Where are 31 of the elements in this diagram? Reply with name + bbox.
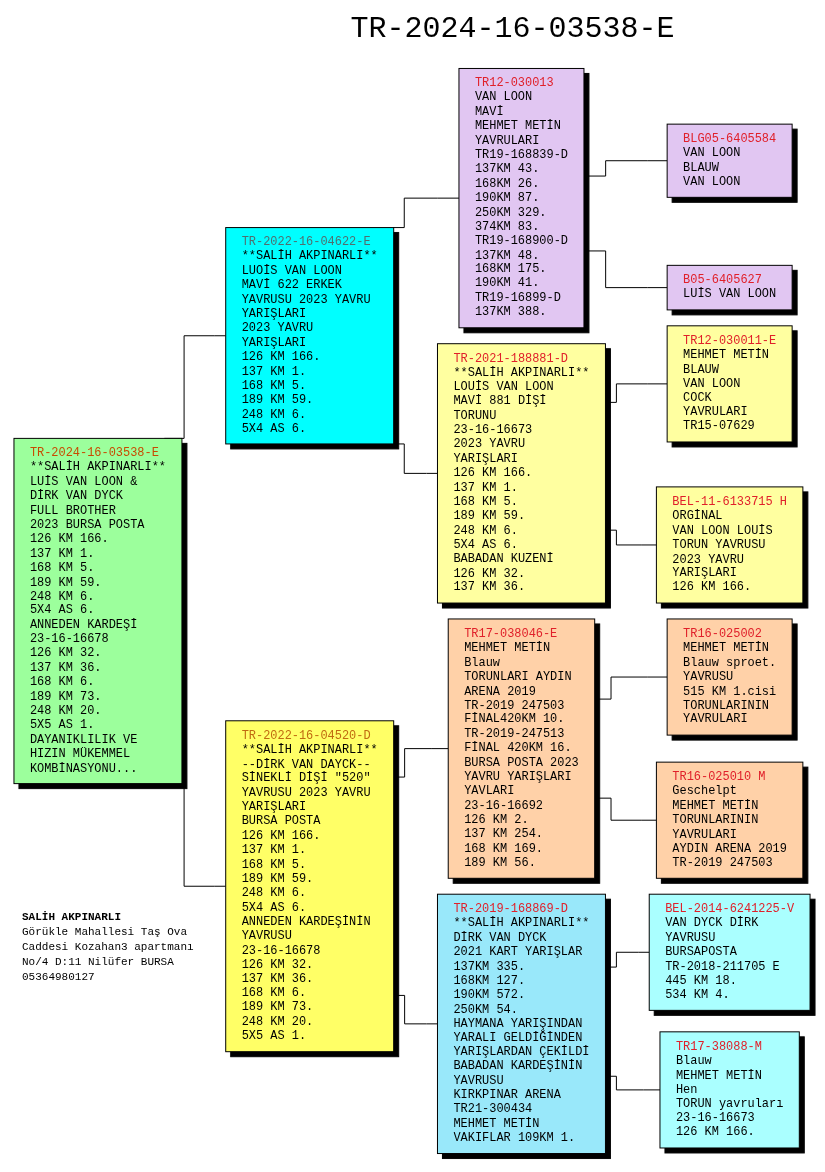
connector	[393, 994, 438, 1025]
connector	[594, 797, 657, 821]
connector	[392, 443, 438, 474]
node-box: TR17-38088-M Blauw MEHMET METİN Hen TORUN yavruları 23-16-16673 126 KM 166.	[659, 1031, 800, 1149]
connector	[604, 951, 650, 968]
node-box: BEL-2014-6241225-V VAN DYCK DİRK YAVRUSU BURSAPOSTA TR-2018-211705 E 445 KM 18. 534 KM 4.	[648, 893, 811, 1011]
node-box: TR16-025002 MEHMET METİN Blauw sproet. YAVRUSU 515 KM 1.cisi TORUNLARININ YAVRULARI	[666, 618, 793, 736]
node-box: TR16-025010 M Geschelpt MEHMET METİN TORUNLARININ YAVRULARI AYDIN ARENA 2019 TR-2019 247503	[655, 761, 804, 879]
connector	[604, 1075, 661, 1091]
node-box: TR12-030013 VAN LOON MAVİ MEHMET METİN YAVRULARI TR19-168839-D 137KM 43. 168KM 26. 190KM 87. 250KM 329. 374KM 83. TR19-168900-D 137KM 48. 168KM 175. 190KM 41. TR19-16899-D 137KM 388.	[458, 67, 585, 329]
node-box: BEL-11-6133715 H ORGİNAL VAN LOON LOUİS TORUN YAVRUSU 2023 YAVRU YARIŞLARI 126 KM 166.	[655, 486, 804, 604]
owner-name: SALİH AKPINARLI	[22, 910, 123, 926]
connector	[392, 197, 460, 229]
connector	[604, 383, 668, 403]
connector	[604, 529, 657, 546]
title: TR-2024-16-03538-E	[350, 12, 675, 46]
node-box: TR-2024-16-03538-E **SALİH AKPINARLI** LUİS VAN LOON & DİRK VAN DYCK FULL BROTHER 2023 BURSA POSTA 126 KM 166. 137 KM 1. 168 KM 5. 189 KM 59. 248 KM 6. 5X4 AS 6. ANNEDEN KARDEŞİ 23-16-16678 126 KM 32. 137 KM 36. 168 KM 6. 189 KM 73. 248 KM 20. 5X5 AS 1. DAYANIKLILIK VE HIZIN MÜKEMMEL KOMBİNASYONU...	[13, 437, 183, 785]
node-box: BLG05-6405584 VAN LOON BLAUW VAN LOON	[666, 123, 793, 198]
phone-number: 05364980127	[22, 969, 96, 985]
node-box: B05-6405627 LUİS VAN LOON	[666, 264, 793, 311]
node-box: TR-2021-188881-D **SALİH AKPINARLI** LOUİS VAN LOON MAVİ 881 DİŞİ TORUNU 23-16-16673 2023 YAVRU YARIŞLARI 126 KM 166. 137 KM 1. 168 KM 5. 189 KM 59. 248 KM 6. 5X4 AS 6. BABADAN KUZENİ 126 KM 32. 137 KM 36.	[436, 343, 606, 604]
node-box: TR17-038046-E MEHMET METİN Blauw TORUNLARI AYDIN ARENA 2019 TR-2019 247503 FİNAL420KM 10. TR-2019-247513 FİNAL 420KM 16. BURSA POSTA 2023 YAVRU YARIŞLARI YAVLARI 23-16-16692 126 KM 2. 137 KM 254. 168 KM 169. 189 KM 56.	[447, 618, 596, 879]
node-box: TR-2022-16-04520-D **SALİH AKPINARLI** --DİRK VAN DAYCK-- SİNEKLİ DİŞİ "520" YAVRUSU 2023 YAVRU YARIŞLARI BURSA POSTA 126 KM 166. 137 KM 1. 168 KM 5. 189 KM 59. 248 KM 6. 5X4 AS 6. ANNEDEN KARDEŞİNİN YAVRUSU 23-16-16678 126 KM 32. 137 KM 36. 168 KM 6. 189 KM 73. 248 KM 20. 5X5 AS 1.	[225, 720, 395, 1053]
node-box: TR12-030011-E MEHMET METİN BLAUW VAN LOON COCK YAVRULARI TR15-07629	[666, 325, 793, 443]
node-box: TR-2022-16-04622-E **SALİH AKPINARLI** LUOİS VAN LOON MAVİ 622 ERKEK YAVRUSU 2023 YAVRU YARIŞLARI 2023 YAVRU YARIŞLARI 126 KM 166. 137 KM 1. 168 KM 5. 189 KM 59. 248 KM 6. 5X4 AS 6.	[225, 227, 395, 445]
connector	[393, 748, 449, 778]
connector	[583, 160, 668, 177]
connector	[583, 250, 668, 289]
address-text: Görükle Mahallesi Taş Ova Caddesi Kozahan3 apartmanı No/4 D:11 Nilüfer BURSA	[22, 925, 195, 970]
node-box: TR-2019-168869-D **SALİH AKPINARLI** DİRK VAN DYCK 2021 KART YARIŞLAR 137KM 335. 168KM 127. 190KM 572. 250KM 54. HAYMANA YARIŞINDAN YARALI GELDİĞİNDEN YARIŞLARDAN ÇEKİLDİ BABADAN KARDEŞİNİN YAVRUSU KIRKPINAR ARENA TR21-300434 MEHMET METİN VAKIFLAR 109KM 1.	[436, 893, 606, 1155]
connector	[594, 676, 668, 700]
